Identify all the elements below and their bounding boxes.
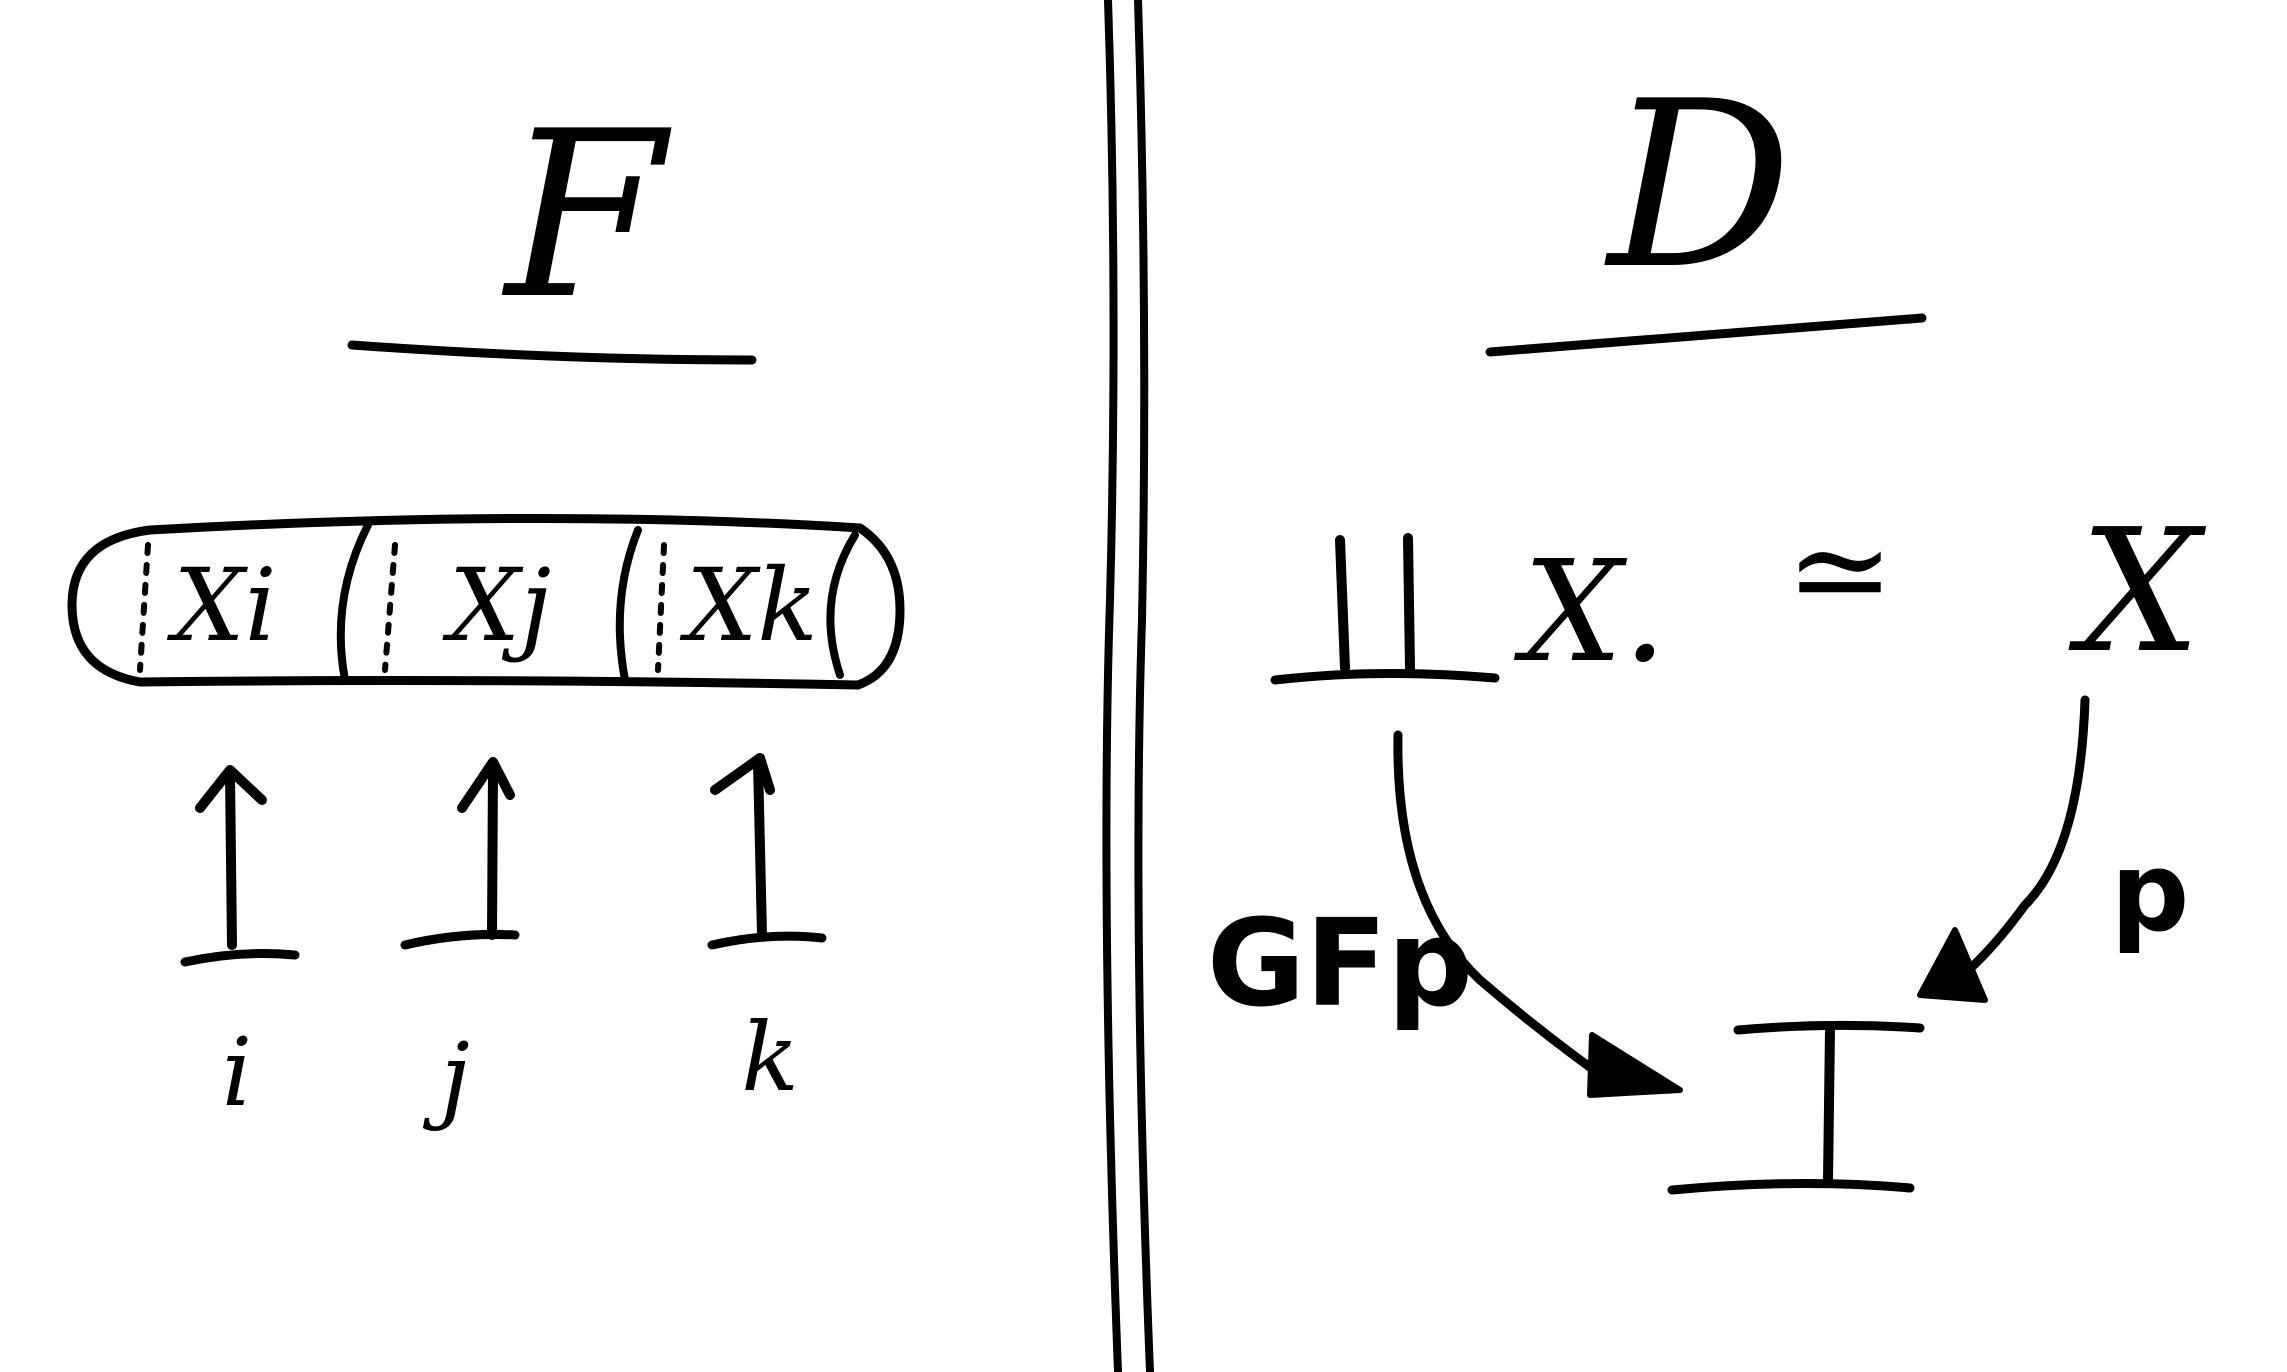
- dotted-separator-1: [137, 542, 151, 673]
- box-divider-1: [336, 521, 372, 684]
- right-title: D: [1604, 53, 1792, 320]
- base-object: I: [1667, 1020, 1925, 1195]
- arrowhead-gfp: [1587, 1032, 1683, 1098]
- box-item-xk: Xk: [679, 547, 818, 664]
- unit-arrow-j: [400, 757, 520, 950]
- coproduct-symbol: ⨿: [1270, 533, 1500, 685]
- index-label-k: k: [741, 1003, 799, 1113]
- unit-arrow-i: [180, 765, 300, 967]
- box-item-xi: Xi: [166, 547, 276, 664]
- box-right-cap: [826, 531, 859, 679]
- right-panel: D ⨿ X. ≃ X I GFp p: [1207, 53, 2206, 1195]
- arrow-label-p: p: [2111, 828, 2190, 956]
- index-label-j: j: [422, 1023, 469, 1133]
- index-box: [67, 513, 905, 690]
- panel-divider: [1102, 0, 1154, 1372]
- arrow-gfp: [1393, 730, 1683, 1098]
- box-divider-2: [615, 526, 642, 684]
- arrow-p: [1917, 695, 2090, 1003]
- index-label-i: i: [222, 1018, 252, 1128]
- unit-arrow-k: [707, 753, 827, 950]
- right-title-underline: [1485, 313, 1927, 357]
- arrow-label-gfp: GFp: [1207, 895, 1473, 1034]
- dotted-separator-2: [382, 542, 398, 673]
- arrowhead-p: [1917, 927, 1988, 1003]
- target-object: X: [2068, 493, 2206, 691]
- left-title: F: [501, 83, 672, 350]
- left-title-underline: [347, 340, 757, 365]
- dotted-separator-3: [655, 542, 667, 673]
- box-item-xj: Xj: [442, 547, 551, 664]
- left-panel: F Xi Xj Xk i: [67, 83, 905, 1133]
- iso-symbol: ≃: [1786, 494, 1895, 646]
- coproduct-term: X.: [1513, 531, 1667, 694]
